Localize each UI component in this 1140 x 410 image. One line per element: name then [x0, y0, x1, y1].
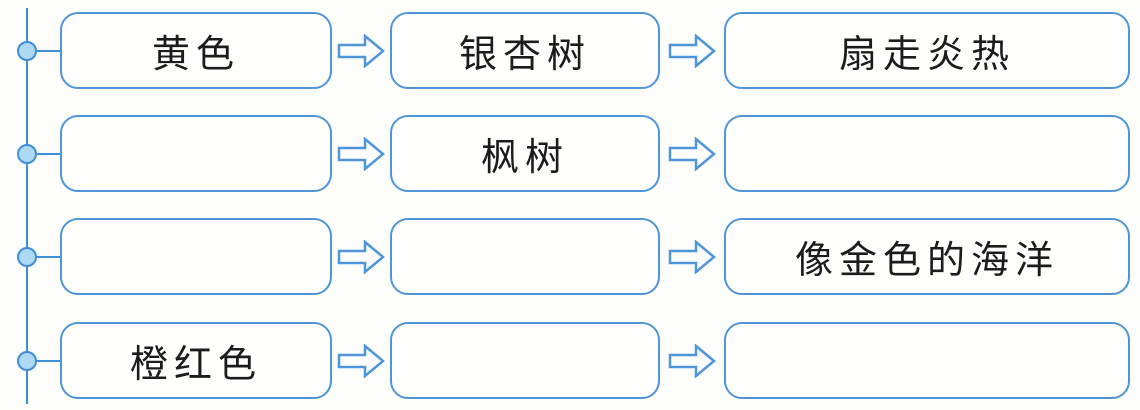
right-arrow-icon	[660, 115, 724, 192]
flow-box-blank	[60, 218, 332, 295]
flow-box: 枫树	[390, 115, 660, 192]
flow-box: 扇走炎热	[724, 12, 1130, 89]
right-arrow-icon	[332, 115, 390, 192]
diagram-row-3: 像金色的海洋	[0, 218, 1140, 295]
rail-connector-line	[37, 359, 60, 362]
rail-node-circle	[17, 40, 37, 61]
rail-node-circle	[17, 143, 37, 164]
right-arrow-icon	[660, 218, 724, 295]
diagram-row-2: 枫树	[0, 115, 1140, 192]
diagram-row-1: 黄色 银杏树 扇走炎热	[0, 12, 1140, 89]
diagram-row-4: 橙红色	[0, 322, 1140, 399]
right-arrow-icon	[332, 322, 390, 399]
right-arrow-icon	[332, 12, 390, 89]
left-rail-line	[26, 8, 28, 404]
flow-box-blank	[724, 115, 1130, 192]
right-arrow-icon	[660, 322, 724, 399]
right-arrow-icon	[660, 12, 724, 89]
flow-box-blank	[724, 322, 1130, 399]
flow-box-blank	[390, 218, 660, 295]
flow-box-blank	[390, 322, 660, 399]
right-arrow-icon	[332, 218, 390, 295]
rail-node-circle	[17, 350, 37, 371]
flow-box: 橙红色	[60, 322, 332, 399]
rail-connector-line	[37, 49, 60, 52]
flow-box: 像金色的海洋	[724, 218, 1130, 295]
flow-box-blank	[60, 115, 332, 192]
rail-connector-line	[37, 152, 60, 155]
rail-node-circle	[17, 246, 37, 267]
rail-connector-line	[37, 255, 60, 258]
flow-box: 黄色	[60, 12, 332, 89]
flow-box: 银杏树	[390, 12, 660, 89]
